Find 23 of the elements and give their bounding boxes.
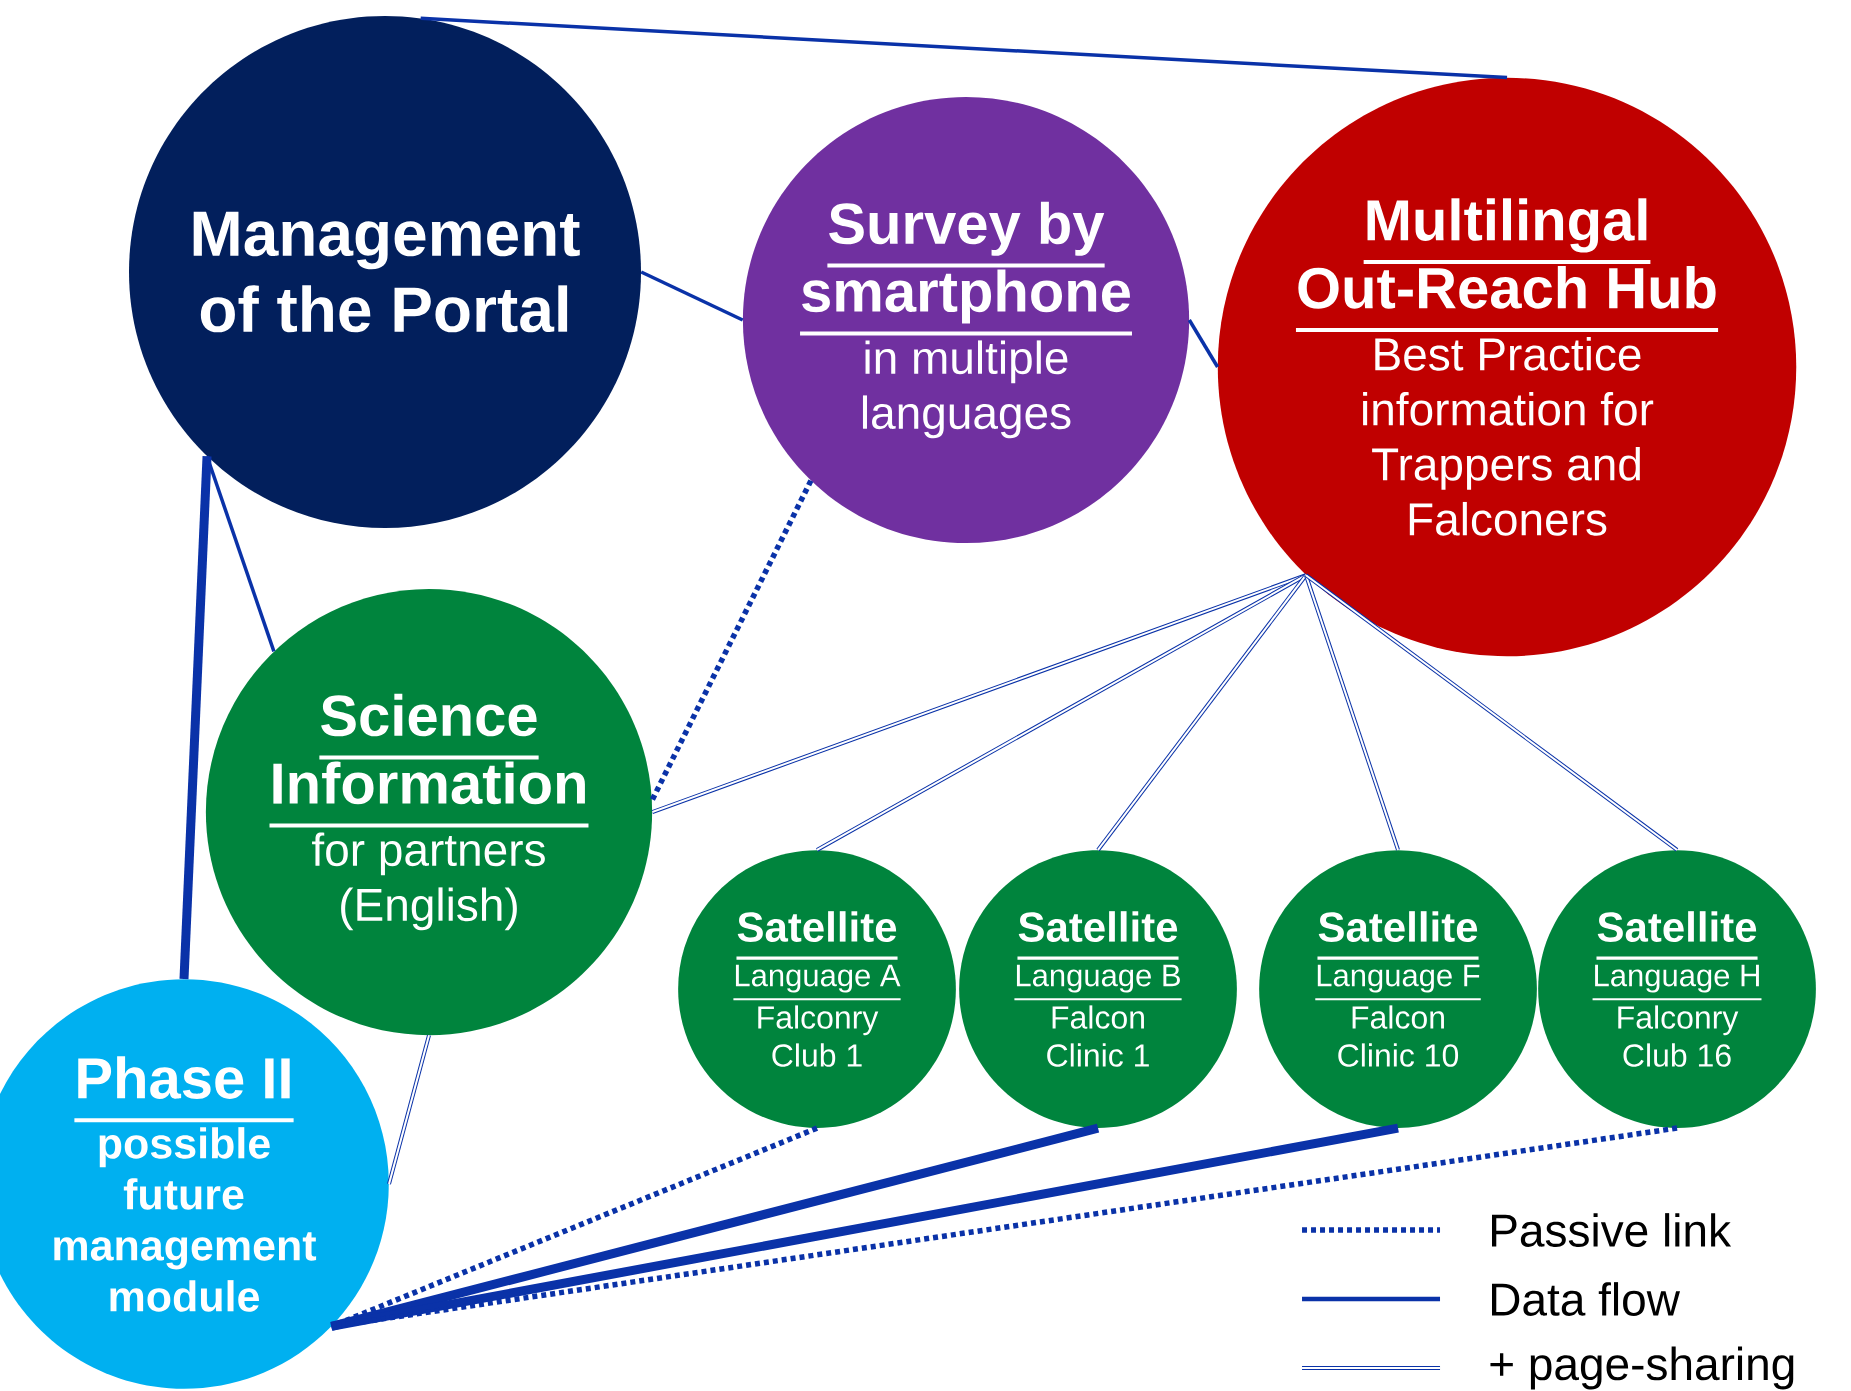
connector-line <box>1304 573 1679 852</box>
circle-node: Satellite Language B Falcon Clinic 1 <box>959 850 1237 1128</box>
circle-node: Management of the Portal <box>129 16 641 528</box>
circle-node: Satellite Language A Falconry Club 1 <box>678 850 956 1128</box>
connector-line <box>1096 574 1308 852</box>
circle-node: Multilingal Out-Reach Hub Best Practice information for Trappers and Falconers <box>1217 77 1797 657</box>
connector-line <box>330 1123 1399 1331</box>
circle-node: Satellite Language H Falconry Club 16 <box>1538 850 1816 1128</box>
connector-line <box>649 479 814 802</box>
circle-node: Survey by smartphone in multiple languages <box>742 96 1190 544</box>
legend-label: Data flow <box>1492 1282 1680 1316</box>
connector-line <box>179 456 212 980</box>
legend-label: + page-sharing <box>1490 1346 1794 1390</box>
connector-line <box>331 1125 1678 1330</box>
connector-line <box>816 573 1307 852</box>
connector-line <box>420 16 1508 80</box>
connector-line <box>1187 319 1220 368</box>
connector-line <box>387 1034 431 1185</box>
connector-line <box>640 270 744 322</box>
circle-node: Satellite Language F Falcon Clinic 10 <box>1259 850 1537 1128</box>
circle-node: Science Information for partners (English) <box>205 588 653 1036</box>
connector-line <box>1304 574 1400 851</box>
legend-label: Passive link <box>1492 1213 1732 1247</box>
